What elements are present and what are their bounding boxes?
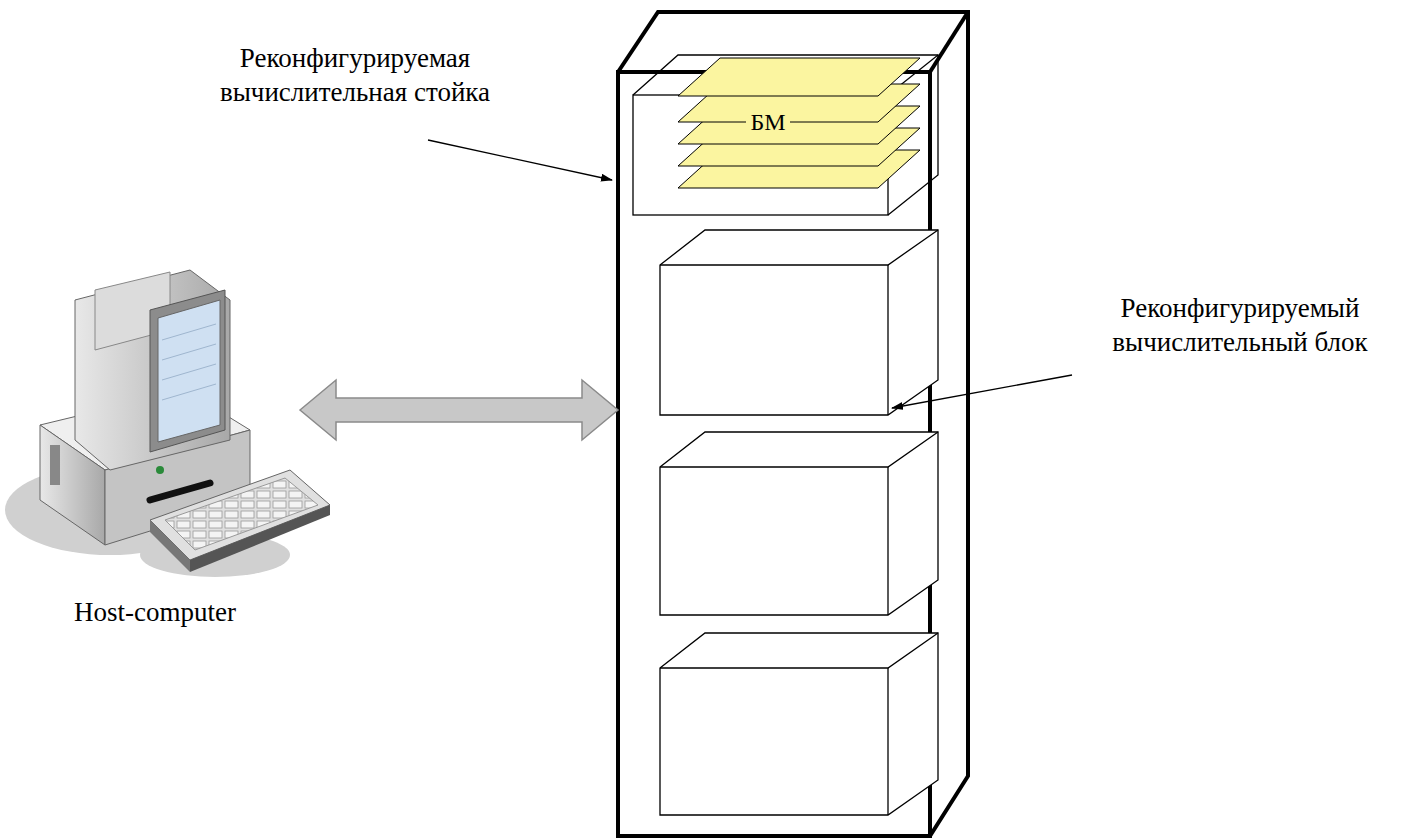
node-label: Реконфигурируемая вычислительная стойка	[215, 42, 495, 110]
computer-icon	[5, 270, 330, 577]
board-module: БМ	[728, 104, 808, 142]
host-computer: Host-computer	[10, 262, 300, 642]
rack-outline	[618, 12, 968, 836]
boards	[678, 58, 920, 188]
leader-line	[892, 375, 1072, 408]
rack: Реконфигурируемая вычислительная стойкаБ…	[618, 72, 930, 836]
compute-blocks	[633, 55, 938, 815]
callout-label: Реконфигурируемый вычислительный блок	[1075, 292, 1405, 360]
node-label: БМ	[746, 108, 789, 137]
double-arrow	[300, 380, 618, 440]
leader-line	[428, 140, 612, 180]
node-label: Host-computer	[10, 596, 300, 630]
